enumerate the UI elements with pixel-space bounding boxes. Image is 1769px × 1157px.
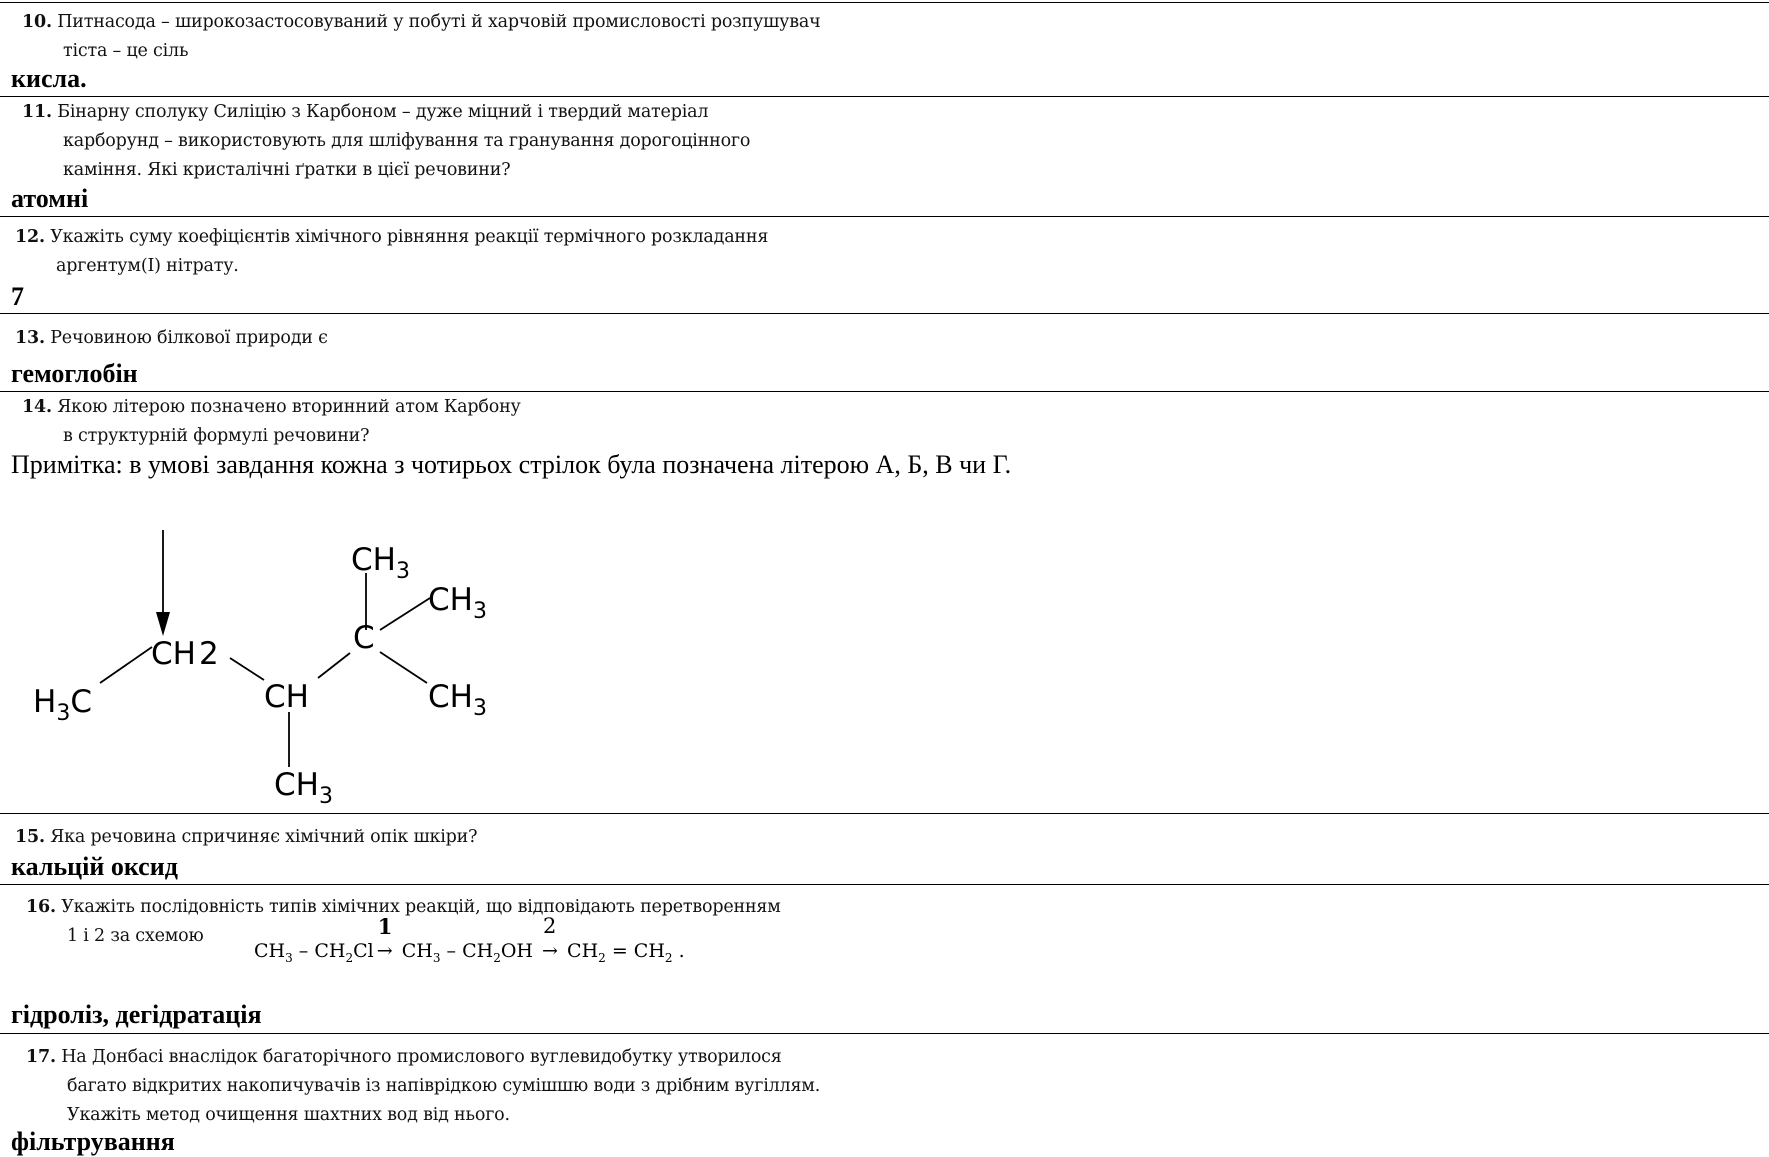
answer-16: гідроліз, дегідратація <box>11 1000 262 1029</box>
question-number: 11. <box>22 102 52 122</box>
question-number: 10. <box>22 12 52 32</box>
question-number: 12. <box>15 227 45 247</box>
atom-c-quaternary: C <box>353 620 375 656</box>
answer-12: 7 <box>11 282 24 311</box>
group-h3c: H3C <box>33 684 92 726</box>
group-ch3-top: CH3 <box>351 542 410 584</box>
question-11: 11. Бінарну сполуку Силіцію з Карбоном –… <box>22 98 750 185</box>
question-note: Примітка: в умові завдання кожна з чотир… <box>11 450 1012 479</box>
divider <box>0 96 1769 97</box>
question-number: 13. <box>15 328 45 348</box>
question-text: Якою літерою позначено вторинний атом Ка… <box>57 397 521 417</box>
answer-10: кисла. <box>11 64 87 93</box>
question-number: 16. <box>26 897 56 917</box>
question-text: Укажіть суму коефіцієнтів хімічного рівн… <box>50 227 769 247</box>
question-number: 15. <box>15 827 45 847</box>
question-10: 10. Питнасода – широкозастосовуваний у п… <box>22 8 821 66</box>
answer-13: гемоглобін <box>11 359 138 388</box>
divider <box>0 313 1769 314</box>
question-15: 15. Яка речовина спричиняє хімічний опік… <box>15 823 478 852</box>
group-ch3-right-lower: CH3 <box>428 679 487 721</box>
answer-15: кальцій оксид <box>11 852 178 881</box>
question-12: 12. Укажіть суму коефіцієнтів хімічного … <box>15 223 768 281</box>
bond <box>379 597 431 631</box>
group-ch3-bottom: CH3 <box>274 767 333 805</box>
group-ch: CH <box>264 679 309 715</box>
arrow-head-icon <box>156 612 170 636</box>
answer-17: фільтрування <box>11 1127 175 1156</box>
question-text: На Донбасі внаслідок багаторічного проми… <box>61 1047 782 1067</box>
question-text: Укажіть метод очищення шахтних вод від н… <box>67 1105 510 1125</box>
question-text: аргентум(I) нітрату. <box>56 256 239 276</box>
reaction-arrow-1: 1→ <box>376 914 393 962</box>
question-text: каміння. Які кристалічні ґратки в цієї р… <box>63 160 511 180</box>
question-text: Укажіть послідовність типів хімічних реа… <box>61 897 781 917</box>
answer-11: атомні <box>11 184 89 213</box>
question-text: Речовиною білкової природи є <box>50 328 328 348</box>
reaction-arrow-2: 2→ <box>542 914 558 962</box>
question-text: тіста – це сіль <box>63 41 189 61</box>
divider <box>0 2 1769 3</box>
divider <box>0 391 1769 392</box>
question-text: Бінарну сполуку Силіцію з Карбоном – дуж… <box>57 102 709 122</box>
bond <box>229 657 265 681</box>
structural-formula: CH3 CH3 C CH2 H3C CH CH3 CH3 <box>33 530 487 805</box>
question-text: багато відкритих накопичувачів із напівр… <box>67 1076 821 1096</box>
question-number: 14. <box>22 397 52 417</box>
divider <box>0 1033 1769 1034</box>
group-ch2: CH2 <box>151 636 219 672</box>
question-text: 1 і 2 за схемою <box>67 926 204 946</box>
question-16: 16. Укажіть послідовність типів хімічних… <box>26 893 781 951</box>
question-text: Яка речовина спричиняє хімічний опік шкі… <box>50 827 478 847</box>
divider <box>0 216 1769 217</box>
divider <box>0 884 1769 885</box>
question-text: карборунд – використовують для шліфуванн… <box>63 131 751 151</box>
question-text: в структурній формулі речовини? <box>63 426 370 446</box>
question-13: 13. Речовиною білкової природи є <box>15 324 328 353</box>
bond <box>379 651 428 684</box>
question-17: 17. На Донбасі внаслідок багаторічного п… <box>26 1043 820 1130</box>
question-14: 14. Якою літерою позначено вторинний ато… <box>22 393 521 451</box>
question-text: Питнасода – широкозастосовуваний у побут… <box>57 12 821 32</box>
bond <box>99 646 153 684</box>
divider <box>0 813 1769 814</box>
group-ch3-right-upper: CH3 <box>428 582 487 624</box>
bond <box>317 652 351 679</box>
question-number: 17. <box>26 1047 56 1067</box>
